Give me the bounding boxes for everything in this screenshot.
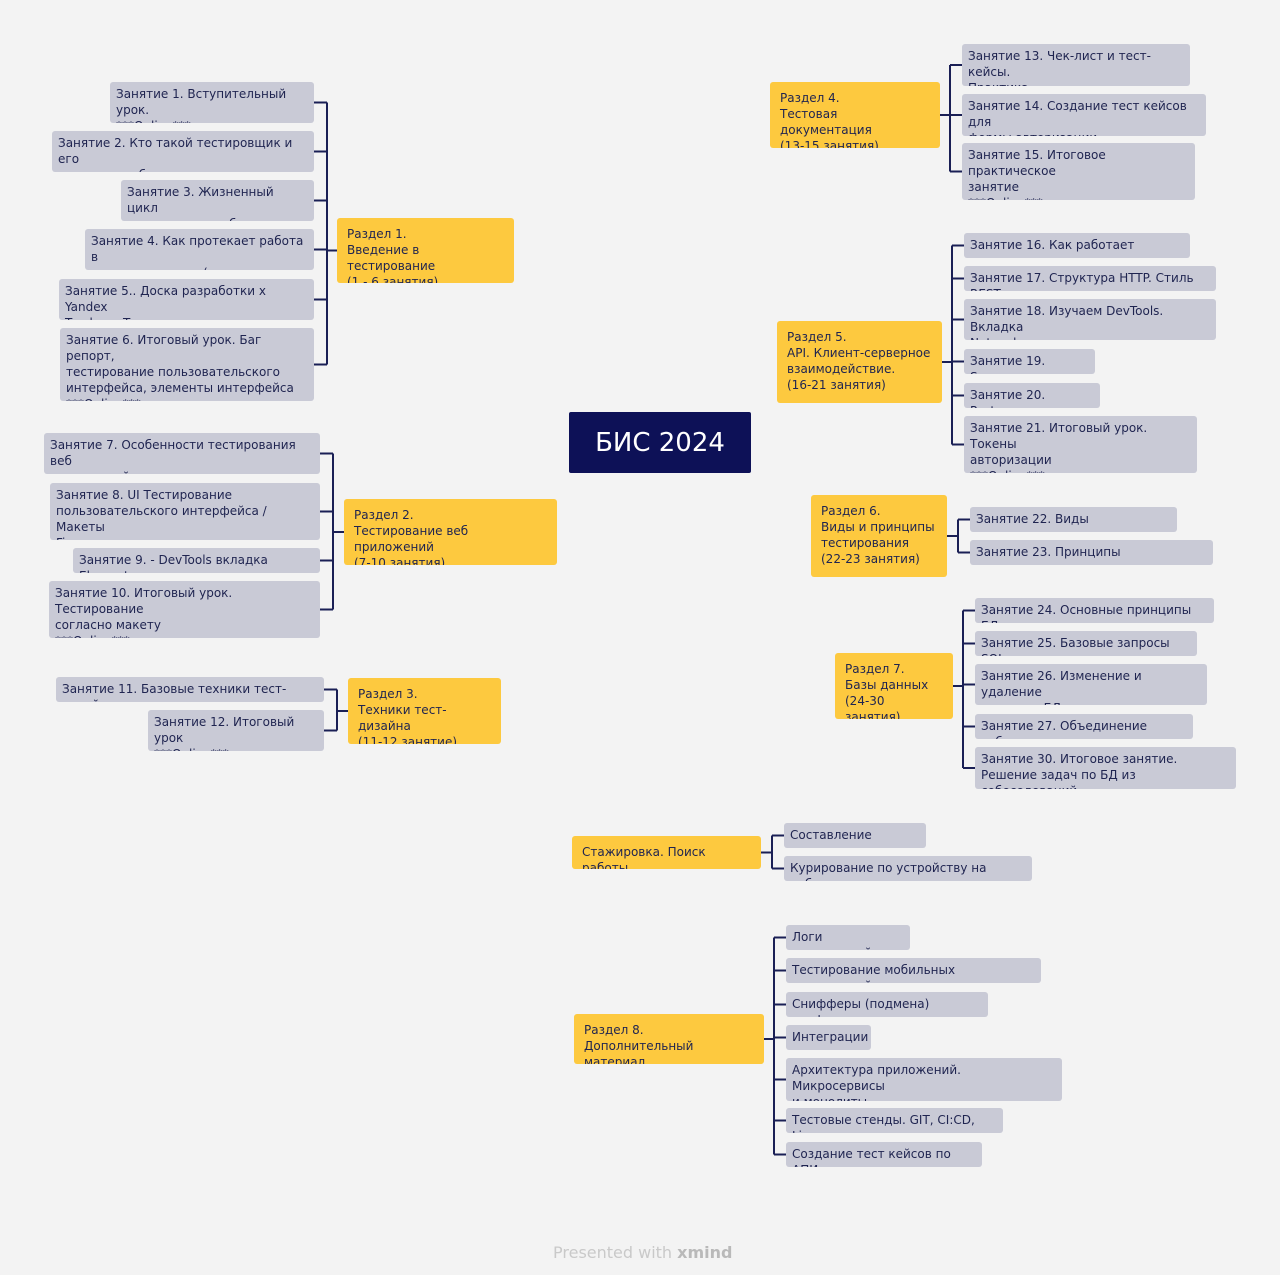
lesson-topic[interactable]: Занятие 26. Изменение и удаление данных …	[975, 664, 1207, 705]
lesson-topic[interactable]: Занятие 3. Жизненный цикл программного о…	[121, 180, 314, 221]
lesson-topic[interactable]: Занятие 17. Структура HTTP. Стиль REST	[964, 266, 1216, 291]
footer-prefix: Presented with	[553, 1243, 678, 1262]
lesson-topic[interactable]: Занятие 9. - DevTools вкладка Elements	[73, 548, 320, 573]
section-topic-s5[interactable]: Раздел 5. API. Клиент-серверное взаимоде…	[777, 321, 942, 403]
lesson-topic[interactable]: Логи приложений	[786, 925, 910, 950]
lesson-topic[interactable]: Занятие 30. Итоговое занятие. Решение за…	[975, 747, 1236, 789]
lesson-topic[interactable]: Занятие 22. Виды тестирования	[970, 507, 1177, 532]
section-topic-s8[interactable]: Раздел 8. Дополнительный материал	[574, 1014, 764, 1064]
section-topic-s1[interactable]: Раздел 1. Введение в тестирование (1 - 6…	[337, 218, 514, 283]
lesson-topic[interactable]: Занятие 7. Особенности тестирования веб …	[44, 433, 320, 474]
lesson-topic[interactable]: Занятие 13. Чек-лист и тест-кейсы. Практ…	[962, 44, 1190, 86]
lesson-topic[interactable]: Тестирование мобильных приложений	[786, 958, 1041, 983]
lesson-topic[interactable]: Занятие 14. Создание тест кейсов для фор…	[962, 94, 1206, 136]
lesson-topic[interactable]: Занятие 27. Объединение таблиц	[975, 714, 1193, 739]
section-topic-s6[interactable]: Раздел 6. Виды и принципы тестирования (…	[811, 495, 947, 577]
section-topic-s3[interactable]: Раздел 3. Техники тест-дизайна (11-12 за…	[348, 678, 501, 744]
lesson-topic[interactable]: Создание тест кейсов по АПИ	[786, 1142, 982, 1167]
lesson-topic[interactable]: Тестовые стенды. GIT, CI:CD, Linux	[786, 1108, 1003, 1133]
lesson-topic[interactable]: Занятие 21. Итоговый урок. Токены автори…	[964, 416, 1197, 473]
lesson-topic[interactable]: Занятие 5.. Доска разработки x Yandex Tr…	[59, 279, 314, 320]
lesson-topic[interactable]: Интеграции	[786, 1025, 871, 1050]
lesson-topic[interactable]: Занятие 12. Итоговый урок ***Online***	[148, 710, 324, 751]
lesson-topic[interactable]: Занятие 16. Как работает интернет.	[964, 233, 1190, 258]
root-topic[interactable]: БИС 2024	[569, 412, 751, 473]
xmind-logo: xmind	[677, 1243, 733, 1262]
lesson-topic[interactable]: Занятие 4. Как протекает работа в течени…	[85, 229, 314, 270]
lesson-topic[interactable]: Снифферы (подмена) трафика.	[786, 992, 988, 1017]
lesson-topic[interactable]: Занятие 6. Итоговый урок. Баг репорт, те…	[60, 328, 314, 401]
lesson-topic[interactable]: Занятие 11. Базовые техники тест-дизайна	[56, 677, 324, 702]
section-topic-s4[interactable]: Раздел 4. Тестовая документация (13-15 з…	[770, 82, 940, 148]
lesson-topic[interactable]: Занятие 2. Кто такой тестировщик и его р…	[52, 131, 314, 172]
lesson-topic[interactable]: Занятие 24. Основные принципы БД	[975, 598, 1214, 623]
lesson-topic[interactable]: Занятие 1. Вступительный урок. ***Online…	[110, 82, 314, 123]
lesson-topic[interactable]: Занятие 23. Принципы тестирования.	[970, 540, 1213, 565]
lesson-topic[interactable]: Занятие 15. Итоговое практическое заняти…	[962, 143, 1195, 200]
lesson-topic[interactable]: Курирование по устройству на работу	[784, 856, 1032, 881]
section-topic-s2[interactable]: Раздел 2. Тестирование веб приложений (7…	[344, 499, 557, 565]
lesson-topic[interactable]: Архитектура приложений. Микросервисы и м…	[786, 1058, 1062, 1101]
lesson-topic[interactable]: Занятие 20. Postman	[964, 383, 1100, 408]
section-topic-s_job[interactable]: Стажировка. Поиск работы	[572, 836, 761, 869]
lesson-topic[interactable]: Занятие 19. Swagger	[964, 349, 1095, 374]
lesson-topic[interactable]: Занятие 8. UI Тестирование пользовательс…	[50, 483, 320, 540]
lesson-topic[interactable]: Составление резюме	[784, 823, 926, 848]
lesson-topic[interactable]: Занятие 25. Базовые запросы SQL	[975, 631, 1197, 656]
footer-credit: Presented with xmind	[553, 1243, 732, 1262]
lesson-topic[interactable]: Занятие 18. Изучаем DevTools. Вкладка Ne…	[964, 299, 1216, 340]
lesson-topic[interactable]: Занятие 10. Итоговый урок. Тестирование …	[49, 581, 320, 638]
section-topic-s7[interactable]: Раздел 7. Базы данных (24-30 занятия)	[835, 653, 953, 719]
